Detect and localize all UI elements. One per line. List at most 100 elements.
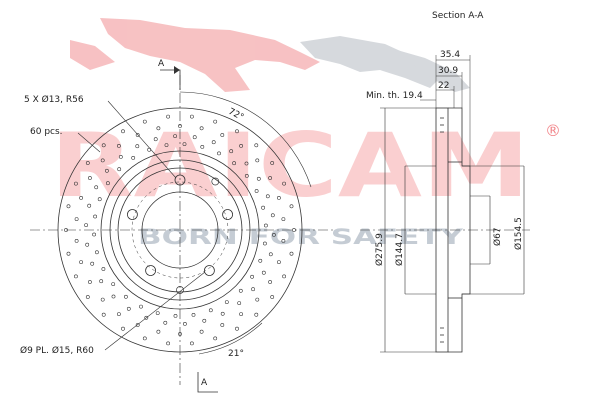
drill-hole bbox=[178, 332, 182, 336]
drill-hole bbox=[101, 143, 106, 148]
drill-hole bbox=[87, 203, 92, 208]
drill-hole bbox=[142, 119, 147, 124]
drill-hole bbox=[101, 312, 106, 317]
drill-hole bbox=[135, 323, 140, 327]
drill-hole bbox=[238, 288, 243, 293]
drill-hole bbox=[101, 267, 106, 271]
drill-hole bbox=[166, 341, 171, 346]
drill-hole bbox=[142, 336, 147, 341]
drill-hole bbox=[282, 274, 287, 279]
drill-hole bbox=[261, 205, 266, 210]
drill-hole bbox=[182, 321, 187, 326]
drill-hole bbox=[189, 341, 194, 346]
drill-hole bbox=[97, 197, 102, 202]
small-holes-label: Ø9 PL. Ø15, R60 bbox=[20, 345, 94, 356]
drill-hole bbox=[94, 185, 99, 190]
drill-holes-label: 60 pcs. bbox=[30, 127, 63, 137]
drill-hole bbox=[117, 143, 121, 148]
dim-30-9: 30.9 bbox=[438, 66, 458, 76]
bolt-hole bbox=[174, 174, 186, 186]
drill-hole bbox=[237, 301, 242, 306]
drill-hole bbox=[220, 133, 225, 137]
drill-hole bbox=[100, 158, 105, 163]
drill-hole bbox=[144, 315, 149, 320]
drill-hole bbox=[268, 176, 273, 180]
drill-hole bbox=[139, 304, 143, 309]
dim-22: 22 bbox=[438, 81, 449, 91]
drill-hole bbox=[270, 161, 275, 165]
bolt-holes bbox=[126, 174, 234, 294]
drill-hole bbox=[182, 142, 187, 147]
drill-hole bbox=[229, 149, 234, 154]
drill-hole bbox=[66, 204, 71, 209]
drill-hole bbox=[276, 195, 281, 200]
drill-hole bbox=[74, 181, 78, 186]
section-title: Section A-A bbox=[432, 11, 484, 21]
jaguar-logo-icon bbox=[70, 18, 470, 92]
drill-hole bbox=[173, 134, 178, 139]
drill-hole bbox=[254, 312, 259, 317]
front-view bbox=[30, 69, 335, 393]
drill-hole bbox=[131, 155, 136, 160]
drill-hole bbox=[235, 326, 239, 331]
drill-hole bbox=[79, 260, 84, 265]
drill-hole bbox=[270, 213, 275, 218]
watermark-brand: RAICAM bbox=[50, 114, 530, 217]
dim-144-7: Ø144.7 bbox=[394, 233, 405, 266]
drill-hole bbox=[268, 252, 273, 257]
drill-hole bbox=[166, 114, 171, 119]
drill-hole bbox=[173, 313, 178, 318]
angle-bottom-label: 21° bbox=[228, 349, 244, 359]
drill-hole bbox=[189, 114, 194, 119]
drill-hole bbox=[74, 238, 79, 243]
drill-hole bbox=[254, 143, 259, 148]
dim-154-5: Ø154.5 bbox=[513, 217, 524, 250]
drill-hole bbox=[99, 279, 104, 284]
drill-hole bbox=[268, 280, 273, 284]
drill-hole bbox=[126, 306, 131, 311]
drill-hole bbox=[74, 274, 78, 279]
center-bore bbox=[141, 191, 219, 269]
drill-hole bbox=[191, 312, 196, 317]
drill-hole bbox=[244, 173, 249, 178]
drill-hole bbox=[85, 295, 90, 299]
drill-hole bbox=[88, 176, 92, 180]
drill-hole bbox=[93, 214, 98, 219]
drill-hole bbox=[263, 223, 268, 228]
drill-hole bbox=[100, 297, 105, 302]
bolt-hole bbox=[145, 265, 157, 276]
drill-hole bbox=[121, 129, 125, 134]
drill-hole bbox=[213, 336, 218, 341]
drill-hole bbox=[256, 176, 261, 181]
drill-hole bbox=[270, 295, 275, 299]
dim-275-9: Ø275.9 bbox=[374, 233, 385, 266]
disc-inner-edge bbox=[100, 150, 260, 310]
drill-hole bbox=[235, 129, 239, 134]
drill-hole bbox=[265, 194, 270, 199]
drill-hole bbox=[254, 189, 259, 193]
bolt-hole bbox=[203, 265, 215, 276]
drill-hole bbox=[281, 238, 286, 243]
section-view bbox=[360, 55, 530, 353]
drill-hole bbox=[121, 326, 125, 331]
drill-hole bbox=[156, 329, 161, 334]
drill-hole bbox=[202, 318, 207, 323]
drill-hole bbox=[88, 280, 92, 284]
drill-hole bbox=[135, 144, 140, 149]
drill-hole bbox=[66, 251, 71, 256]
drill-hole bbox=[281, 217, 286, 222]
drill-hole bbox=[92, 232, 97, 237]
drill-hole bbox=[155, 311, 160, 316]
disc-outer-edge bbox=[57, 107, 303, 353]
drill-hole bbox=[135, 133, 140, 137]
hub-ring bbox=[109, 159, 251, 301]
drill-hole bbox=[255, 158, 260, 163]
drill-hole bbox=[117, 312, 121, 317]
locator-hole bbox=[211, 177, 220, 186]
drill-hole bbox=[90, 261, 95, 266]
drill-hole bbox=[178, 124, 182, 128]
drill-hole bbox=[292, 228, 296, 232]
drill-hole bbox=[95, 250, 99, 255]
bolt-hole bbox=[126, 209, 138, 220]
watermark-registered: ® bbox=[545, 121, 561, 140]
